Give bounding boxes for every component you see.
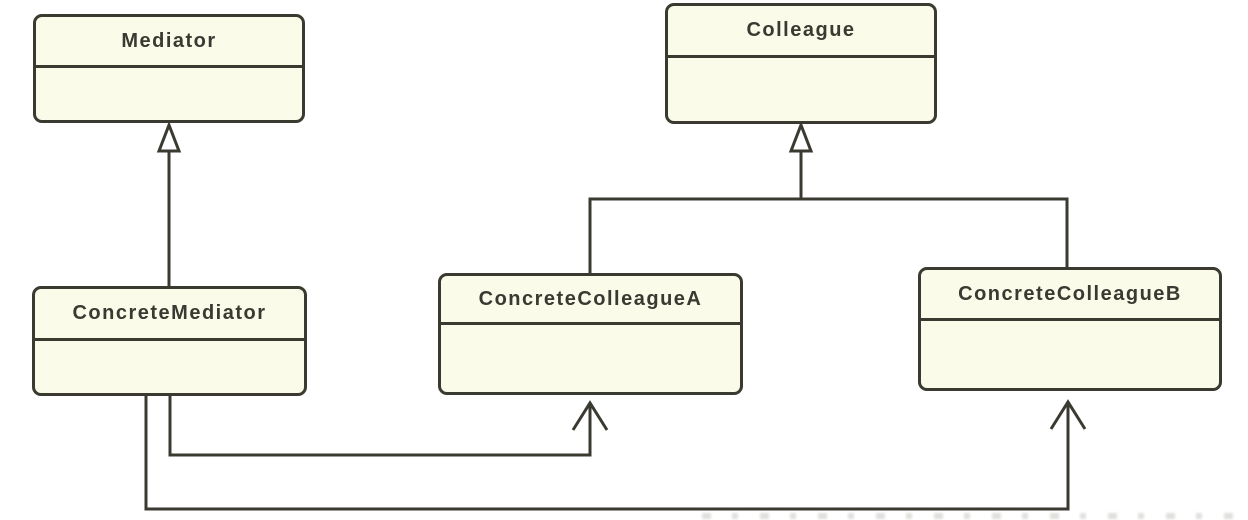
class-name-label: ConcreteMediator	[35, 289, 304, 341]
generalization-colleagues-to-colleague	[588, 120, 1069, 273]
open-arrowhead	[571, 400, 609, 431]
class-name-label: Colleague	[668, 6, 934, 58]
class-name-label: Mediator	[36, 17, 302, 68]
cropped-text-fragment	[702, 513, 1248, 519]
class-box-concrete-mediator: ConcreteMediator	[32, 286, 307, 396]
association-line	[168, 396, 592, 457]
class-box-concrete-colleague-a: ConcreteColleagueA	[438, 273, 743, 395]
association-line	[144, 396, 1070, 511]
hollow-triangle-arrowhead	[156, 120, 182, 153]
generalization-concrete-mediator-to-mediator	[156, 120, 182, 286]
association-concrete-mediator-to-concrete-colleague-a	[168, 396, 609, 457]
open-arrowhead	[1049, 399, 1087, 430]
hollow-triangle-arrowhead	[788, 120, 814, 153]
class-box-colleague: Colleague	[665, 3, 937, 124]
class-name-label: ConcreteColleagueB	[921, 270, 1219, 321]
class-box-concrete-colleague-b: ConcreteColleagueB	[918, 267, 1222, 391]
class-name-label: ConcreteColleagueA	[441, 276, 740, 325]
class-box-mediator: Mediator	[33, 14, 305, 123]
generalization-branch-line	[588, 197, 1069, 273]
association-concrete-mediator-to-concrete-colleague-b	[144, 396, 1087, 511]
